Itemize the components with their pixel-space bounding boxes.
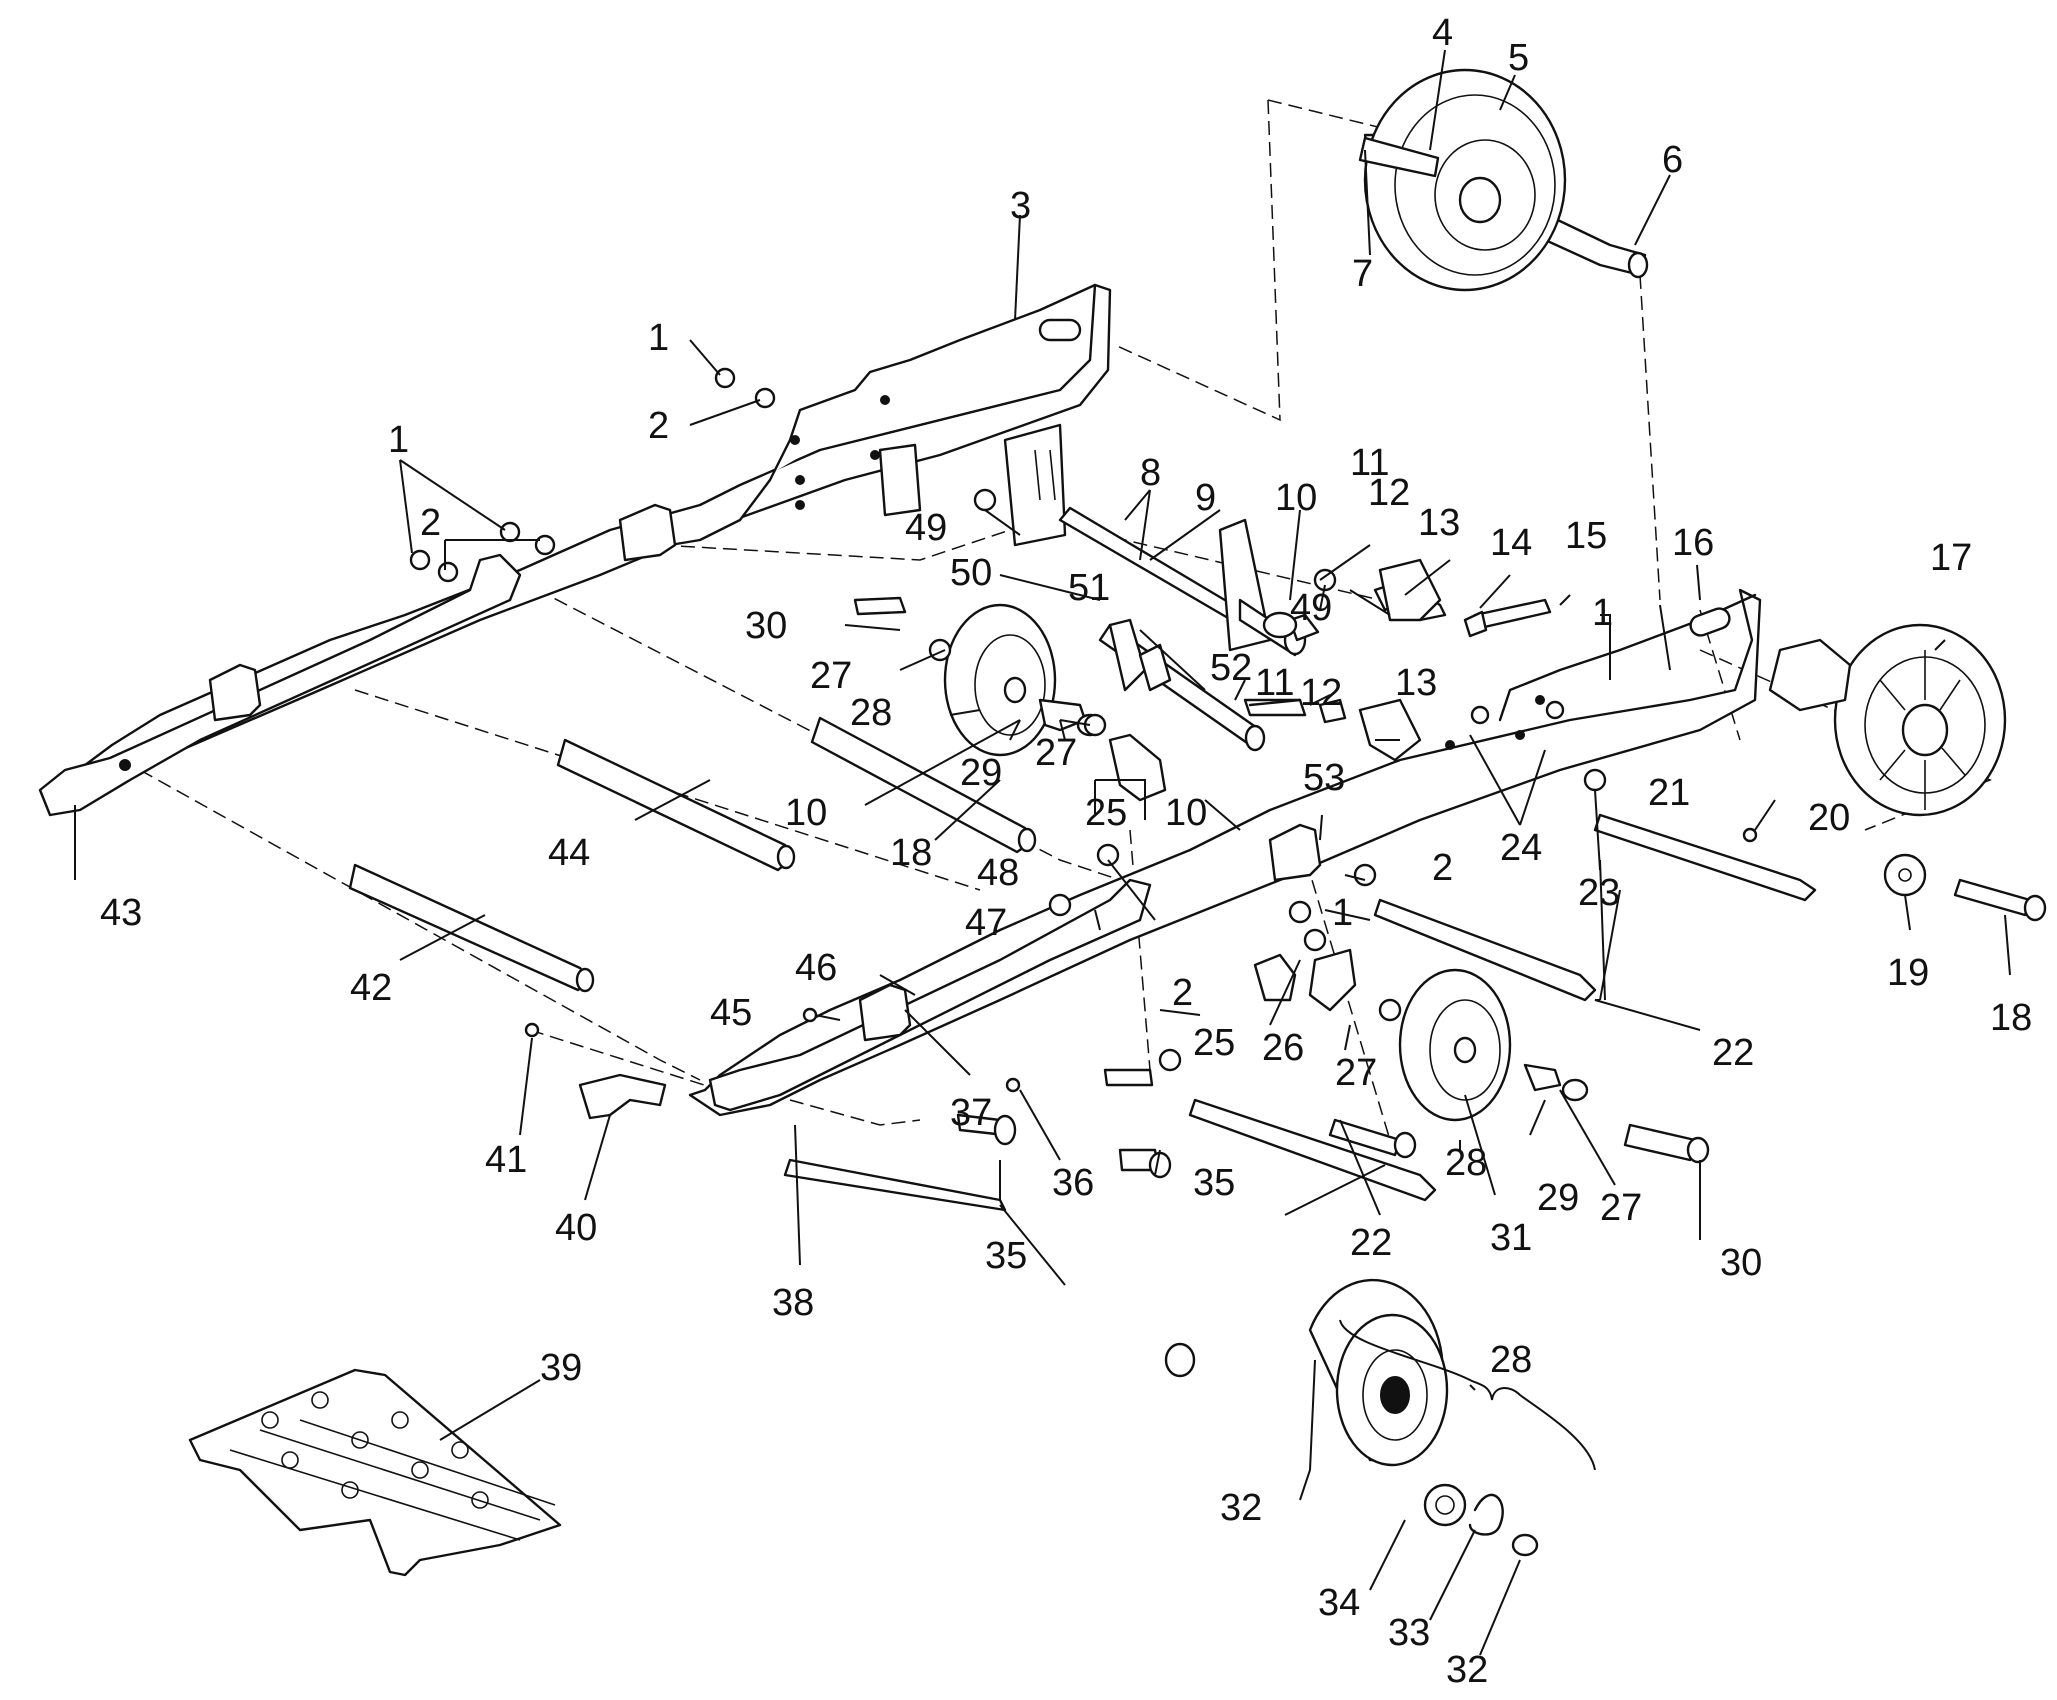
leader-lines (74, 49, 2011, 1656)
callout: 1 (388, 419, 409, 461)
callout: 33 (1388, 1612, 1430, 1654)
callout: 2 (420, 502, 441, 544)
callout: 27 (810, 655, 852, 697)
callout: 12 (1300, 672, 1342, 714)
callout: 41 (485, 1139, 527, 1181)
callout: 5 (1508, 37, 1529, 79)
callout: 17 (1930, 537, 1972, 579)
skid-plate-39 (188, 1368, 562, 1577)
callout: 50 (950, 552, 992, 594)
callout: 39 (540, 1347, 582, 1389)
callout: 47 (965, 902, 1007, 944)
callout: 43 (100, 892, 142, 934)
callout: 22 (1350, 1222, 1392, 1264)
wheel-17 (1768, 623, 2007, 817)
callout: 11 (1350, 442, 1389, 484)
exploded-bracket (1339, 1319, 1596, 1471)
wheel-28-right (1398, 968, 1589, 1122)
callout: 12 (1368, 472, 1410, 514)
callout: 24 (1500, 827, 1542, 869)
callout: 19 (1887, 952, 1929, 994)
callout: 8 (1140, 452, 1161, 494)
callout: 27 (1600, 1187, 1642, 1229)
callout: 10 (1165, 792, 1207, 834)
callout: 28 (850, 692, 892, 734)
callout: 32 (1446, 1649, 1488, 1691)
callout: 30 (745, 605, 787, 647)
callout: 2 (1432, 847, 1453, 889)
callout: 11 (1255, 662, 1294, 704)
callout: 1 (648, 317, 669, 359)
callout: 52 (1210, 647, 1252, 689)
callout: 6 (1662, 139, 1683, 181)
callout: 37 (950, 1092, 992, 1134)
callout: 44 (548, 832, 590, 874)
callout: 20 (1808, 797, 1850, 839)
callout: 15 (1565, 515, 1607, 557)
callout: 49 (905, 507, 947, 549)
callout: 9 (1195, 477, 1216, 519)
callout: 23 (1578, 872, 1620, 914)
callout: 46 (795, 947, 837, 989)
callout: 2 (1172, 972, 1193, 1014)
callout: 27 (1035, 732, 1077, 774)
torque-arm (1003, 423, 1307, 802)
callout: 25 (1085, 792, 1127, 834)
callout: 40 (555, 1207, 597, 1249)
callout: 27 (1335, 1052, 1377, 1094)
wheel-28-left (943, 603, 1104, 757)
callout: 42 (350, 967, 392, 1009)
callout: 10 (785, 792, 827, 834)
hardware (409, 367, 2047, 1557)
callout: 32 (1220, 1487, 1262, 1529)
callout: 22 (1712, 1032, 1754, 1074)
callout: 7 (1352, 253, 1373, 295)
callout: 35 (985, 1235, 1027, 1277)
callout: 34 (1318, 1582, 1360, 1624)
callout: 31 (1490, 1217, 1532, 1259)
callout: 28 (1490, 1339, 1532, 1381)
callout: 1 (1592, 592, 1613, 634)
callout: 35 (1193, 1162, 1235, 1204)
callout: 26 (1262, 1027, 1304, 1069)
callout: 14 (1490, 522, 1532, 564)
callout: 13 (1418, 502, 1460, 544)
callout: 1 (1332, 892, 1353, 934)
callout: 38 (772, 1282, 814, 1324)
callout: 29 (1537, 1177, 1579, 1219)
callout: 51 (1068, 567, 1110, 609)
callout: 3 (1010, 185, 1031, 227)
callout: 10 (1275, 477, 1317, 519)
callout: 49 (1290, 587, 1332, 629)
callout: 28 (1445, 1142, 1487, 1184)
callouts: 1 2 1 2 3 4 5 6 7 8 9 10 11 12 13 14 15 … (100, 12, 2032, 1691)
callout: 30 (1720, 1242, 1762, 1284)
callout: 21 (1648, 772, 1690, 814)
rail-37 (708, 878, 1152, 1112)
callout: 48 (977, 852, 1019, 894)
callout: 36 (1052, 1162, 1094, 1204)
callout: 18 (890, 832, 932, 874)
callout: 25 (1193, 1022, 1235, 1064)
callout: 45 (710, 992, 752, 1034)
callout: 13 (1395, 662, 1437, 704)
callout: 16 (1672, 522, 1714, 564)
callout: 4 (1432, 12, 1453, 54)
wheel-5 (1358, 68, 1649, 292)
callout: 53 (1303, 757, 1345, 799)
callout: 29 (960, 752, 1002, 794)
callout: 2 (648, 405, 669, 447)
rail-43 (38, 553, 522, 817)
shafts (348, 716, 1037, 993)
callout: 18 (1990, 997, 2032, 1039)
